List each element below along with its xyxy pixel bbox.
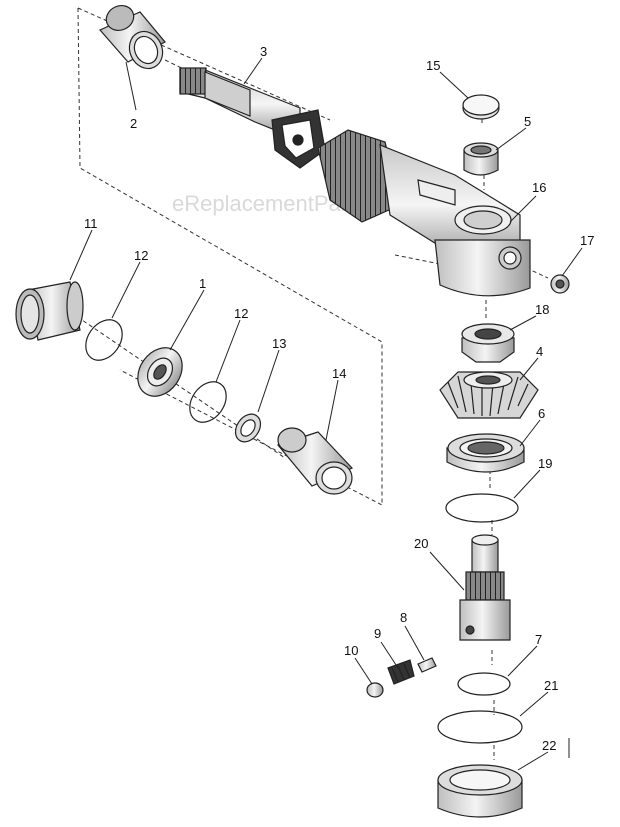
part-3-spindle[interactable]	[179, 67, 326, 169]
part-16-angle-housing[interactable]	[317, 129, 531, 297]
label-21: 21	[544, 678, 558, 693]
part-1-bearing[interactable]	[129, 339, 192, 405]
leader-lines	[69, 57, 583, 771]
label-12-b: 12	[234, 306, 248, 321]
label-9: 9	[374, 626, 381, 641]
label-12-a: 12	[134, 248, 148, 263]
part-4-bevel-gear[interactable]	[439, 371, 539, 419]
label-11: 11	[84, 216, 98, 231]
label-17: 17	[580, 233, 594, 248]
part-14-sleeve[interactable]	[276, 427, 354, 495]
label-10: 10	[344, 643, 358, 658]
part-10-cap[interactable]	[366, 682, 384, 698]
label-22: 22	[542, 738, 556, 753]
part-21-o-ring[interactable]	[437, 710, 523, 744]
part-22-retainer[interactable]	[437, 764, 523, 818]
label-7: 7	[535, 632, 542, 647]
label-16: 16	[532, 180, 546, 195]
part-7-o-ring[interactable]	[457, 672, 511, 696]
label-2: 2	[130, 116, 137, 131]
part-6-bearing[interactable]	[446, 433, 525, 473]
label-15: 15	[426, 58, 440, 73]
part-2-bushing[interactable]	[99, 1, 169, 74]
part-5-sleeve[interactable]	[463, 142, 499, 176]
label-13: 13	[272, 336, 286, 351]
label-20: 20	[414, 536, 428, 551]
part-11-sleeve[interactable]	[15, 281, 84, 341]
part-18-nut[interactable]	[461, 323, 515, 363]
label-5: 5	[524, 114, 531, 129]
label-14: 14	[332, 366, 346, 381]
part-12-o-ring-b[interactable]	[182, 375, 233, 429]
part-15-cap[interactable]	[462, 94, 500, 120]
part-17-plug[interactable]	[550, 274, 570, 294]
label-1: 1	[199, 276, 206, 291]
label-19: 19	[538, 456, 552, 471]
label-6: 6	[538, 406, 545, 421]
part-labels: 2 3 15 5 16 17 18 4 6 19 20 8 9 10 7 21 …	[84, 44, 594, 753]
part-20-output-spindle[interactable]	[459, 534, 511, 641]
part-9-spring[interactable]	[387, 659, 415, 685]
label-3: 3	[260, 44, 267, 59]
part-13-washer[interactable]	[230, 409, 265, 446]
label-4: 4	[536, 344, 543, 359]
label-8: 8	[400, 610, 407, 625]
label-18: 18	[535, 302, 549, 317]
part-12-o-ring-a[interactable]	[78, 313, 129, 367]
part-19-o-ring[interactable]	[445, 493, 519, 523]
part-8-pin[interactable]	[417, 657, 437, 673]
